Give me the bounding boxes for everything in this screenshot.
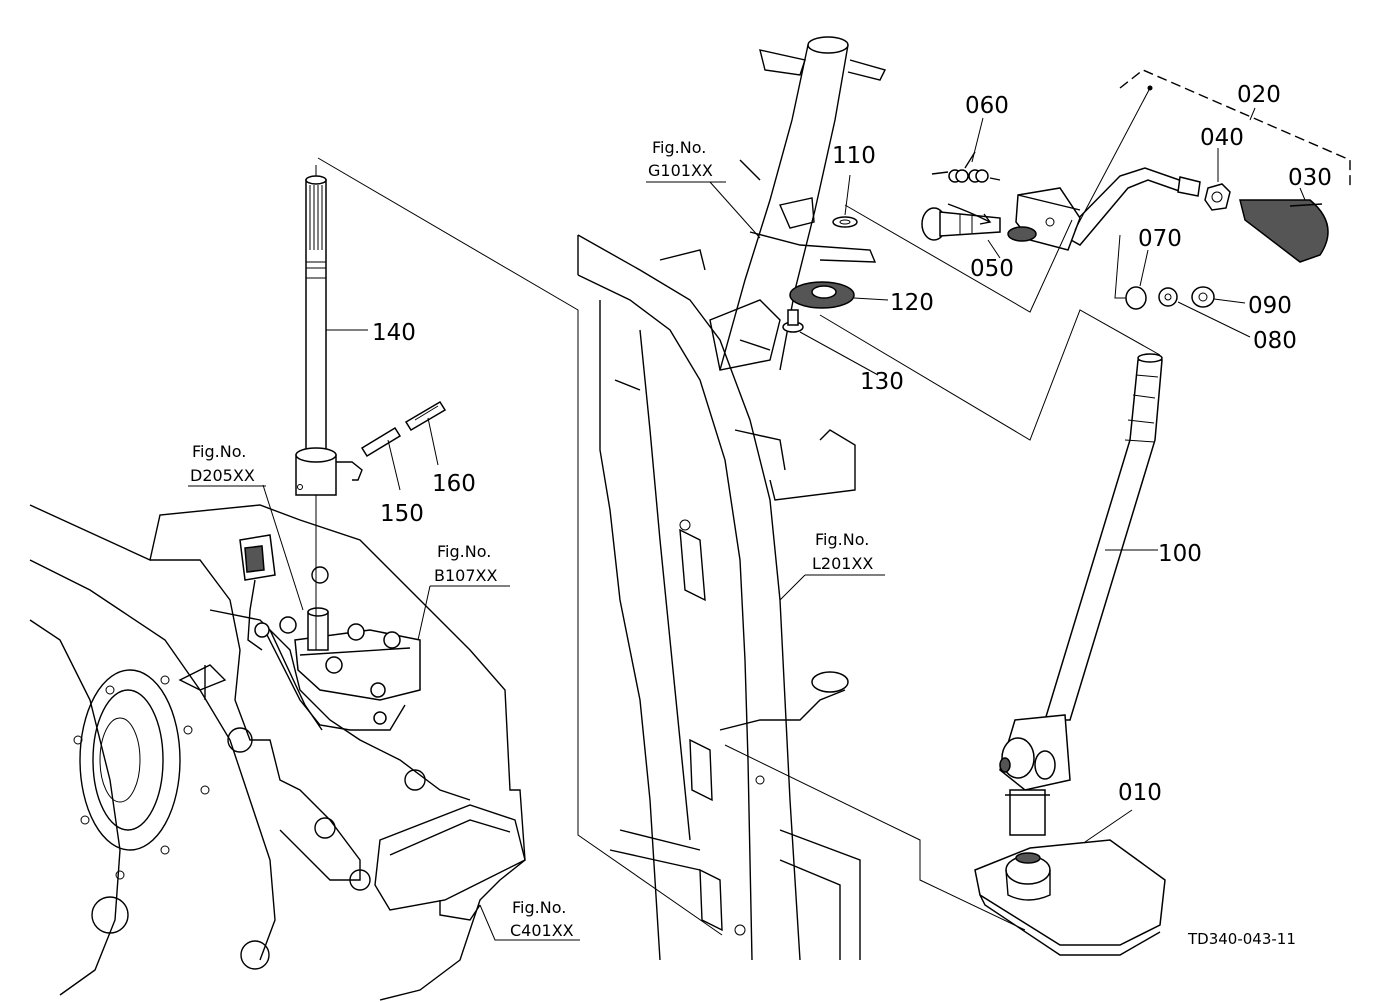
washer-080 xyxy=(1158,287,1178,307)
label-020: 020 xyxy=(1237,82,1281,108)
fig-ref-b107-code: B107XX xyxy=(434,566,497,585)
collar-070 xyxy=(1125,286,1147,310)
label-010: 010 xyxy=(1118,780,1162,806)
valve-assembly xyxy=(239,534,421,731)
steering-frame xyxy=(577,159,861,961)
pin-160 xyxy=(404,400,447,432)
washer-110 xyxy=(832,216,858,228)
fig-ref-g101-caption: Fig.No. xyxy=(652,138,706,157)
label-110: 110 xyxy=(832,143,876,169)
fig-ref-c401-caption: Fig.No. xyxy=(512,898,566,917)
drawing-code: TD340-043-11 xyxy=(1187,930,1296,948)
label-070: 070 xyxy=(1138,226,1182,252)
fig-ref-b107-caption: Fig.No. xyxy=(437,542,491,561)
label-100: 100 xyxy=(1158,541,1202,567)
fig-ref-g101-code: G101XX xyxy=(648,161,713,180)
label-140: 140 xyxy=(372,320,416,346)
lever-020 xyxy=(1007,167,1201,251)
label-040: 040 xyxy=(1200,125,1244,151)
bolt-050 xyxy=(921,207,1001,241)
bolt-130 xyxy=(782,309,804,333)
shaft-140 xyxy=(295,165,363,650)
fig-ref-l201-caption: Fig.No. xyxy=(815,530,869,549)
shaft-100 xyxy=(999,353,1163,836)
label-150: 150 xyxy=(380,501,424,527)
figure-references: Fig.No. G101XX Fig.No. D205XX Fig.No. B1… xyxy=(188,138,873,940)
reference-lines xyxy=(317,69,1351,936)
bracket-120 xyxy=(789,281,855,309)
label-130: 130 xyxy=(860,369,904,395)
nut-040 xyxy=(1204,183,1231,211)
fig-ref-d205-caption: Fig.No. xyxy=(192,442,246,461)
plate-010 xyxy=(974,839,1166,956)
label-160: 160 xyxy=(432,471,476,497)
label-030: 030 xyxy=(1288,165,1332,191)
steering-column-tube xyxy=(719,36,887,371)
label-050: 050 xyxy=(970,256,1014,282)
label-080: 080 xyxy=(1253,328,1297,354)
knob-030 xyxy=(1239,199,1329,263)
fig-ref-l201-code: L201XX xyxy=(812,554,873,573)
pin-150 xyxy=(360,426,402,458)
fig-ref-c401-code: C401XX xyxy=(510,921,574,940)
label-120: 120 xyxy=(890,290,934,316)
label-090: 090 xyxy=(1248,293,1292,319)
label-060: 060 xyxy=(965,93,1009,119)
nut-090 xyxy=(1191,286,1215,308)
part-labels: 010 020 030 040 050 060 070 080 090 100 … xyxy=(372,82,1332,806)
spring-060 xyxy=(931,151,1001,183)
part-leaders xyxy=(262,107,1306,941)
transmission-housing xyxy=(29,504,526,1001)
fig-ref-d205-code: D205XX xyxy=(190,466,255,485)
